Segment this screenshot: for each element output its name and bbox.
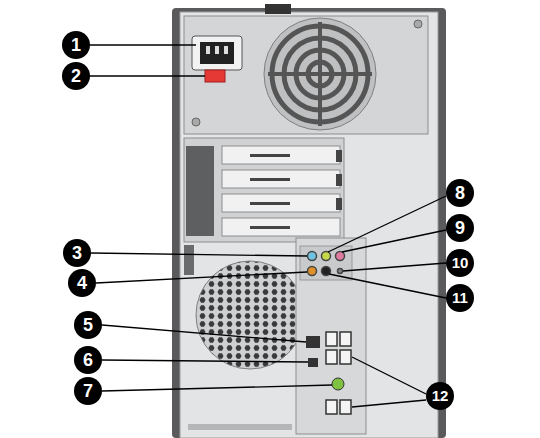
power-connector xyxy=(192,36,242,70)
io-panel xyxy=(296,238,366,434)
callout-number: 8 xyxy=(446,179,474,207)
callout-number: 2 xyxy=(62,62,90,90)
voltage-switch xyxy=(205,70,225,82)
rear-panel xyxy=(180,12,438,438)
callout-number: 10 xyxy=(446,249,474,277)
callout-number: 9 xyxy=(446,214,474,242)
power-supply xyxy=(184,16,428,134)
callout-discs xyxy=(62,31,474,410)
firewire-port xyxy=(308,358,318,367)
top-latch xyxy=(265,4,291,14)
usb-ports xyxy=(326,332,351,414)
lan-port xyxy=(306,336,320,348)
callout-number: 4 xyxy=(68,269,96,297)
psu-fan xyxy=(264,18,376,130)
audio-jacks xyxy=(308,252,345,276)
callout-number: 1 xyxy=(62,31,90,59)
tower-housing xyxy=(172,8,446,438)
callout-number: 7 xyxy=(74,377,102,405)
ps2-port xyxy=(332,378,344,390)
callout-number: 11 xyxy=(446,284,474,312)
power-socket xyxy=(200,42,234,64)
callout-number: 3 xyxy=(63,239,91,267)
leader-lines xyxy=(89,45,446,407)
callout-number: 12 xyxy=(426,382,454,410)
callout-number: 6 xyxy=(74,346,102,374)
expansion-slots xyxy=(184,138,344,242)
slot-bracket xyxy=(186,146,214,236)
callout-number: 5 xyxy=(74,311,102,339)
